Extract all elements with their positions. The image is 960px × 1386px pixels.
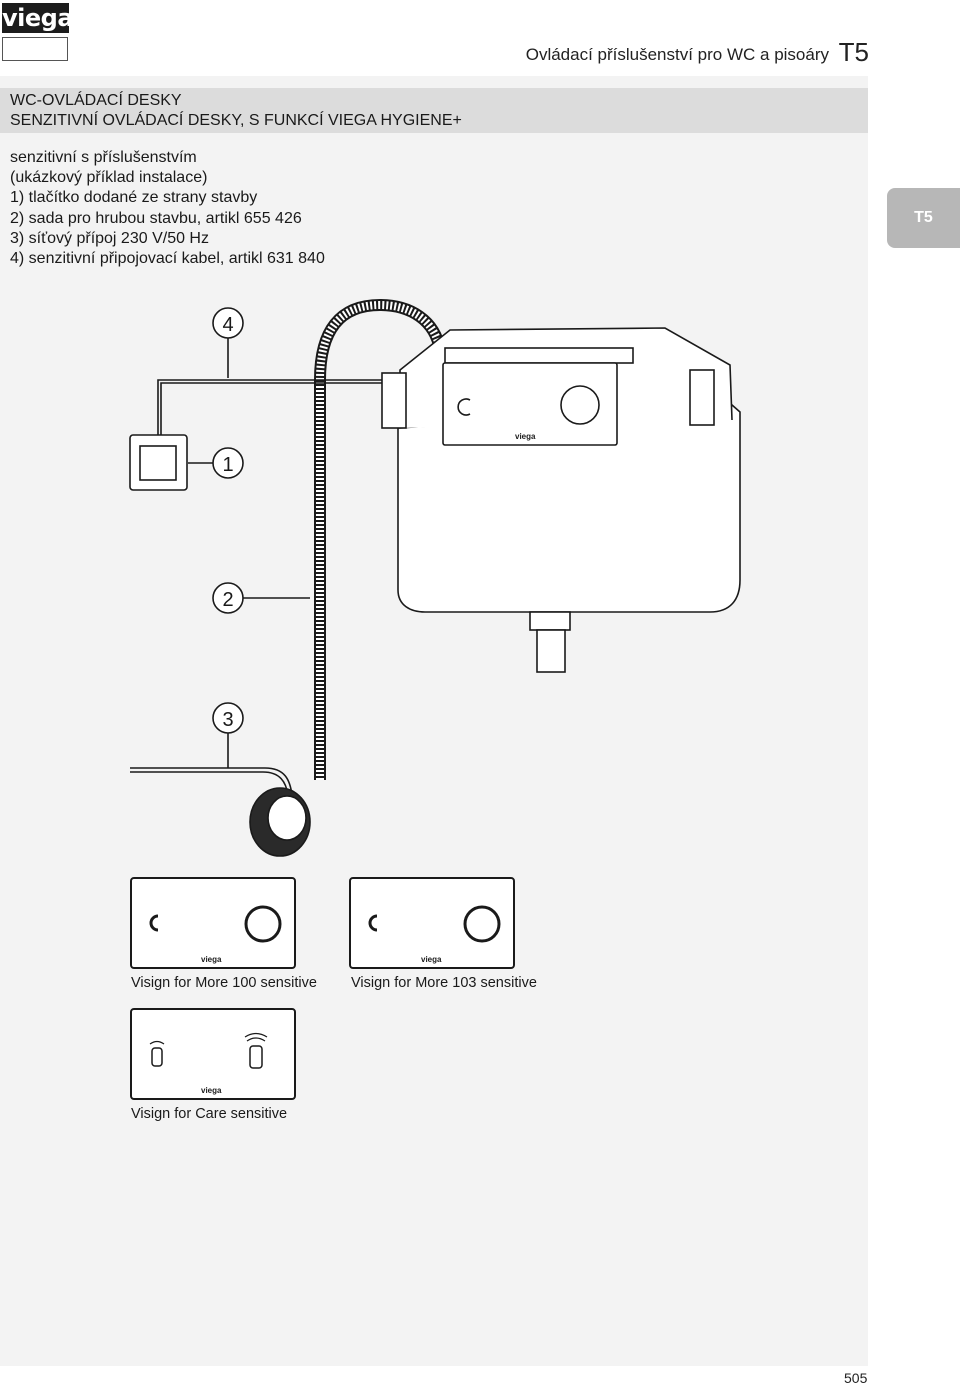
content-background: [0, 76, 868, 1366]
chapter-tab-t5[interactable]: T5: [887, 188, 960, 248]
caption-more-103: Visign for More 103 sensitive: [351, 975, 537, 991]
section-title-line-2: SENZITIVNÍ OVLÁDACÍ DESKY, S FUNKCÍ VIEG…: [10, 112, 462, 129]
callout-4: 4: [222, 314, 233, 336]
plate-care: [130, 1008, 296, 1100]
description-line: 4) senzitivní připojovací kabel, artikl …: [10, 250, 325, 268]
description-line: 3) síťový přípoj 230 V/50 Hz: [10, 229, 209, 247]
description-line: (ukázkový příklad instalace): [10, 169, 208, 187]
callout-circles: [212, 307, 244, 734]
plate-brand: viega: [201, 955, 222, 964]
plate-more-103: [349, 877, 515, 969]
section-title-line-1: WC-OVLÁDACÍ DESKY: [10, 92, 182, 109]
button-cable-inner: [160, 382, 385, 435]
plate-brand: viega: [421, 955, 442, 964]
cistern: [381, 327, 741, 673]
description-line: 2) sada pro hrubou stavbu, artikl 655 42…: [10, 209, 302, 227]
callout-2: 2: [222, 589, 233, 611]
page-number: 505: [844, 1370, 868, 1386]
caption-more-100: Visign for More 100 sensitive: [131, 975, 317, 991]
conduit-inner: [316, 300, 444, 780]
plate-brand: viega: [201, 1086, 222, 1095]
description-line: 1) tlačítko dodané ze strany stavby: [10, 189, 258, 207]
caption-care: Visign for Care sensitive: [131, 1106, 288, 1122]
section-title: WC-OVLÁDACÍ DESKY SENZITIVNÍ OVLÁDACÍ DE…: [10, 91, 462, 131]
logo-underbox: [2, 37, 68, 61]
callout-1: 1: [222, 454, 233, 476]
plate-more-100: [130, 877, 296, 969]
callout-3: 3: [222, 709, 233, 731]
cistern-plate-brand: viega: [515, 432, 536, 441]
section-band: [0, 88, 868, 133]
page-header-title: Ovládací příslušenství pro WC a pisoáry: [525, 45, 829, 64]
description-line: senzitivní s příslušenstvím: [10, 149, 197, 166]
viega-logo: viega: [2, 3, 74, 33]
push-button: [129, 434, 188, 491]
mains-socket: [249, 787, 311, 857]
page-header-code: T5: [838, 37, 869, 67]
button-cable: [157, 379, 385, 435]
description: senzitivní s příslušenstvím (ukázkový př…: [10, 148, 325, 269]
